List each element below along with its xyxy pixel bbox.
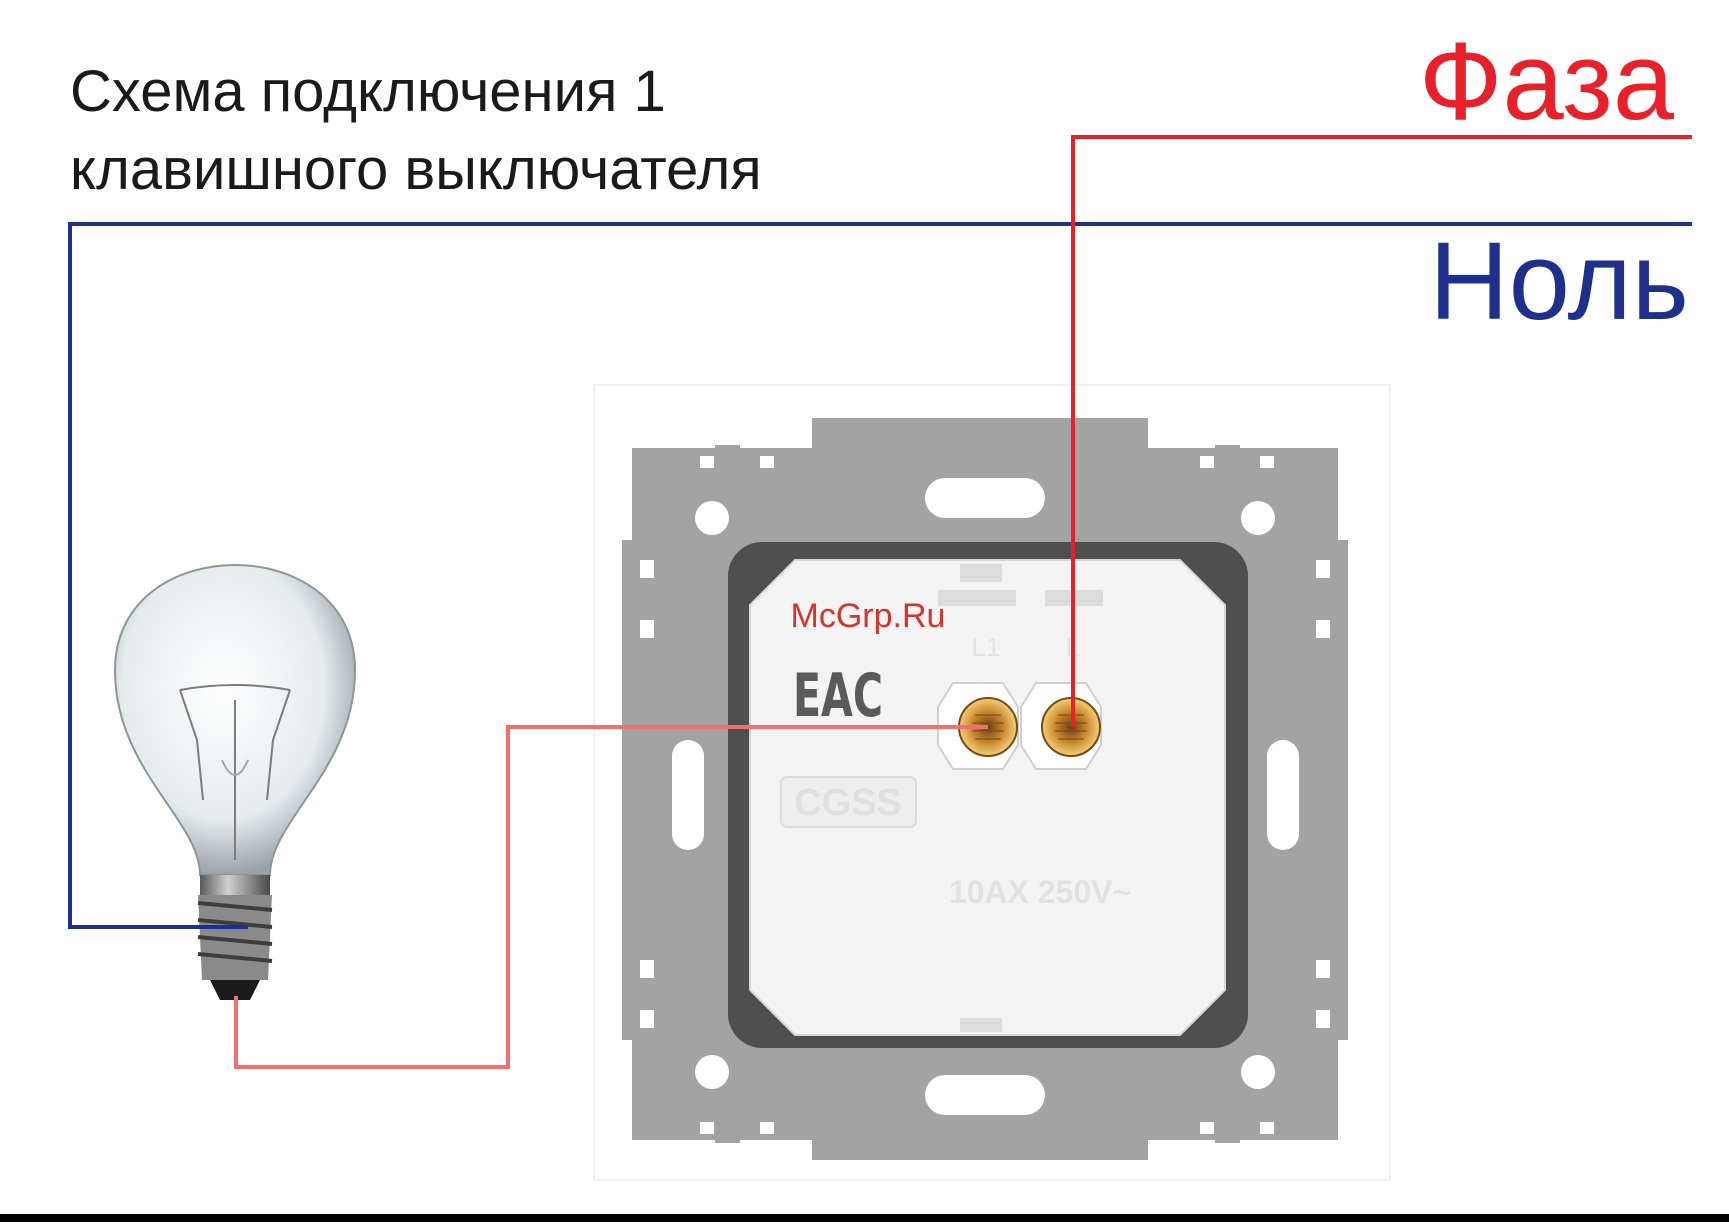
footer-bar (0, 1214, 1729, 1222)
rating-mark: 10AX 250V~ (949, 874, 1131, 910)
diagram-title-line-1: Схема подключения 1 (70, 58, 666, 125)
brand-mark: CGSS (794, 782, 902, 824)
phase-label: Фаза (1419, 18, 1674, 145)
diagram-title-line-2: клавишного выключателя (70, 136, 762, 203)
eac-mark: EAC (793, 661, 883, 731)
neutral-label: Ноль (1429, 218, 1689, 345)
frame-slot-left (672, 740, 704, 850)
bottom-clip (960, 1018, 1002, 1032)
top-clip-left (960, 564, 1002, 582)
frame-slot-bottom (925, 1075, 1045, 1115)
switch-body: L1 L EAC CGSS 10AX 250V~ McGrp.Ru (750, 560, 1225, 1035)
top-clip-mid (938, 590, 1016, 606)
frame-hole-bl (695, 1055, 729, 1089)
frame-hole-br (1241, 1055, 1275, 1089)
frame-slot-right (1267, 740, 1299, 850)
terminal-label-l1: L1 (972, 632, 1001, 662)
light-bulb (68, 557, 406, 1007)
frame-hole-tr (1241, 501, 1275, 535)
frame-slot-top (925, 478, 1045, 518)
bulb-neck (200, 875, 270, 895)
frame-hole-tl (695, 501, 729, 535)
watermark: McGrp.Ru (791, 597, 946, 635)
